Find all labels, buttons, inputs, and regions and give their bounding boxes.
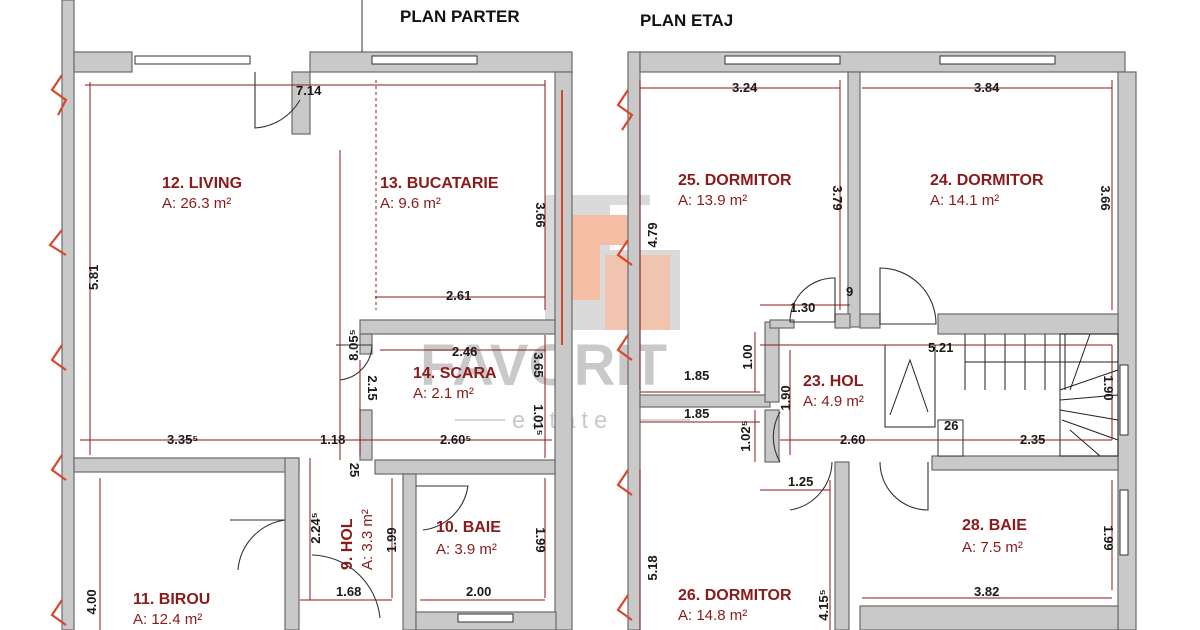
staircase xyxy=(884,333,1119,457)
door-bed26-left xyxy=(772,411,781,463)
room-name: 12. LIVING xyxy=(162,175,242,192)
dimension-label: 3.66 xyxy=(533,202,548,227)
dimension-label: 4.15⁵ xyxy=(816,589,831,620)
dimension-label: 3.24 xyxy=(732,80,758,95)
dimension-label: 26 xyxy=(944,418,958,433)
dimension-label: 5.21 xyxy=(928,340,953,355)
ground-plan-title: PLAN PARTER xyxy=(400,7,520,26)
room-name: 9. HOL xyxy=(339,518,356,570)
dimension-lines-ground xyxy=(80,80,552,630)
room-name: 26. DORMITOR xyxy=(678,587,792,604)
dimension-label: 1.02⁵ xyxy=(738,420,753,451)
break-lines xyxy=(48,74,68,626)
window xyxy=(1119,364,1129,436)
room-name: 28. BAIE xyxy=(962,517,1027,534)
door-bath28 xyxy=(879,461,929,511)
room-area: A: 14.1 m² xyxy=(930,192,999,209)
room-area: A: 12.4 m² xyxy=(133,611,202,628)
door-bath10 xyxy=(416,485,469,531)
room-area: A: 4.9 m² xyxy=(803,393,864,410)
room-name: 24. DORMITOR xyxy=(930,172,1044,189)
room-name: 11. BIROU xyxy=(133,591,210,608)
room-area: A: 3.3 m² xyxy=(359,509,376,570)
dimension-label: 3.84 xyxy=(974,80,1000,95)
door-bed25 xyxy=(789,277,836,323)
watermark-brand: FAVORIT xyxy=(420,333,667,398)
dimension-label: 1.25 xyxy=(788,474,813,489)
window xyxy=(939,55,1056,65)
dimension-label: 5.81 xyxy=(86,265,101,290)
upper-plan-title: PLAN ETAJ xyxy=(640,11,733,30)
door-office xyxy=(230,519,286,571)
room-area: A: 13.9 m² xyxy=(678,192,747,209)
room-area: A: 9.6 m² xyxy=(380,195,441,212)
dimension-label: 1.85 xyxy=(684,406,709,421)
room-name: 10. BAIE xyxy=(436,519,501,536)
dimension-label: 7.14 xyxy=(296,83,322,98)
room-name: 23. HOL xyxy=(803,373,864,390)
window xyxy=(1119,489,1129,556)
dimension-label: 8.05⁵ xyxy=(346,329,361,360)
door-entrance xyxy=(311,554,381,619)
dimension-label: 3.82 xyxy=(974,584,999,599)
room-area: A: 7.5 m² xyxy=(962,539,1023,556)
dimension-label: 1.90 xyxy=(1101,375,1116,400)
dimension-label: 1.18 xyxy=(320,432,345,447)
window xyxy=(457,613,514,623)
dimension-label: 1.01⁵ xyxy=(531,404,546,435)
window xyxy=(724,55,841,65)
room-name: 25. DORMITOR xyxy=(678,172,792,189)
room-area: A: 26.3 m² xyxy=(162,195,231,212)
dimension-label: 1.99 xyxy=(1101,525,1116,550)
dimension-label: 2.46 xyxy=(452,344,477,359)
dimension-label: 1.99 xyxy=(384,527,399,552)
dimension-label: 2.15 xyxy=(365,375,380,400)
dimension-label: 1.00 xyxy=(740,344,755,369)
watermark: FAVORIT estate xyxy=(420,195,690,434)
dimension-label: 4.79 xyxy=(645,222,660,247)
door-stairs xyxy=(336,344,373,381)
dimension-label: 2.60 xyxy=(840,432,865,447)
door-bed26 xyxy=(789,461,833,511)
dimension-label: 3.35⁵ xyxy=(167,432,198,447)
dimension-label: 9 xyxy=(846,284,853,299)
dimension-label: 1.30 xyxy=(790,300,815,315)
dimension-label: 2.60⁵ xyxy=(440,432,471,447)
dimension-label: 3.66 xyxy=(1098,185,1113,210)
dimension-label: 1.85 xyxy=(684,368,709,383)
room-area: A: 2.1 m² xyxy=(413,385,474,402)
break-lines xyxy=(616,89,634,621)
room-area: A: 3.9 m² xyxy=(436,541,497,558)
dimension-lines-upper xyxy=(639,80,1113,630)
dimension-label: 1.68 xyxy=(336,584,361,599)
door-bed24 xyxy=(879,267,937,325)
dimension-label: 2.61 xyxy=(446,288,471,303)
dimension-label: 2.00 xyxy=(466,584,491,599)
window xyxy=(134,55,251,65)
dimension-label: 5.18 xyxy=(645,555,660,580)
upper-floor-walls xyxy=(627,51,1137,630)
dimension-label: 4.00 xyxy=(84,589,99,614)
room-name: 14. SCARA xyxy=(413,365,497,382)
dimension-label: 25 xyxy=(347,463,362,477)
dimension-label: 1.99 xyxy=(533,527,548,552)
dimension-label: 1.90 xyxy=(778,385,793,410)
dimension-label: 2.35 xyxy=(1020,432,1045,447)
window xyxy=(371,55,478,65)
dimension-label: 3.65 xyxy=(531,352,546,377)
dimension-label: 3.79 xyxy=(830,185,845,210)
door-living xyxy=(254,72,301,129)
room-area: A: 14.8 m² xyxy=(678,607,747,624)
dimension-label: 2.24⁵ xyxy=(308,512,323,543)
room-name: 13. BUCATARIE xyxy=(380,175,499,192)
